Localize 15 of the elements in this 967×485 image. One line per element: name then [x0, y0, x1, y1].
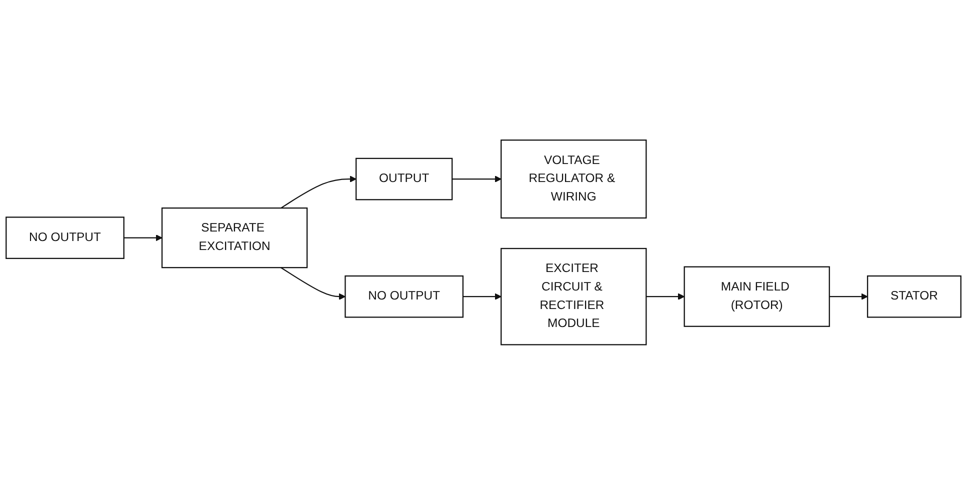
arrow [829, 293, 868, 300]
arrow [646, 293, 685, 300]
node-box: NO OUTPUT [6, 216, 124, 260]
arrow [280, 267, 346, 300]
arrow [280, 176, 356, 209]
arrow [462, 293, 502, 300]
node-box: MAIN FIELD (ROTOR) [684, 266, 830, 328]
arrow [452, 176, 502, 182]
node-box: NO OUTPUT [344, 276, 464, 318]
node-box: SEPARATE EXCITATION [161, 208, 308, 268]
arrow [124, 234, 162, 242]
node-box: OUTPUT [356, 158, 453, 200]
node-box: STATOR [866, 276, 962, 318]
node-box: VOLTAGE REGULATOR & WIRING [500, 140, 647, 219]
node-box: EXCITER CIRCUIT & RECTIFIER MODULE [500, 248, 647, 346]
